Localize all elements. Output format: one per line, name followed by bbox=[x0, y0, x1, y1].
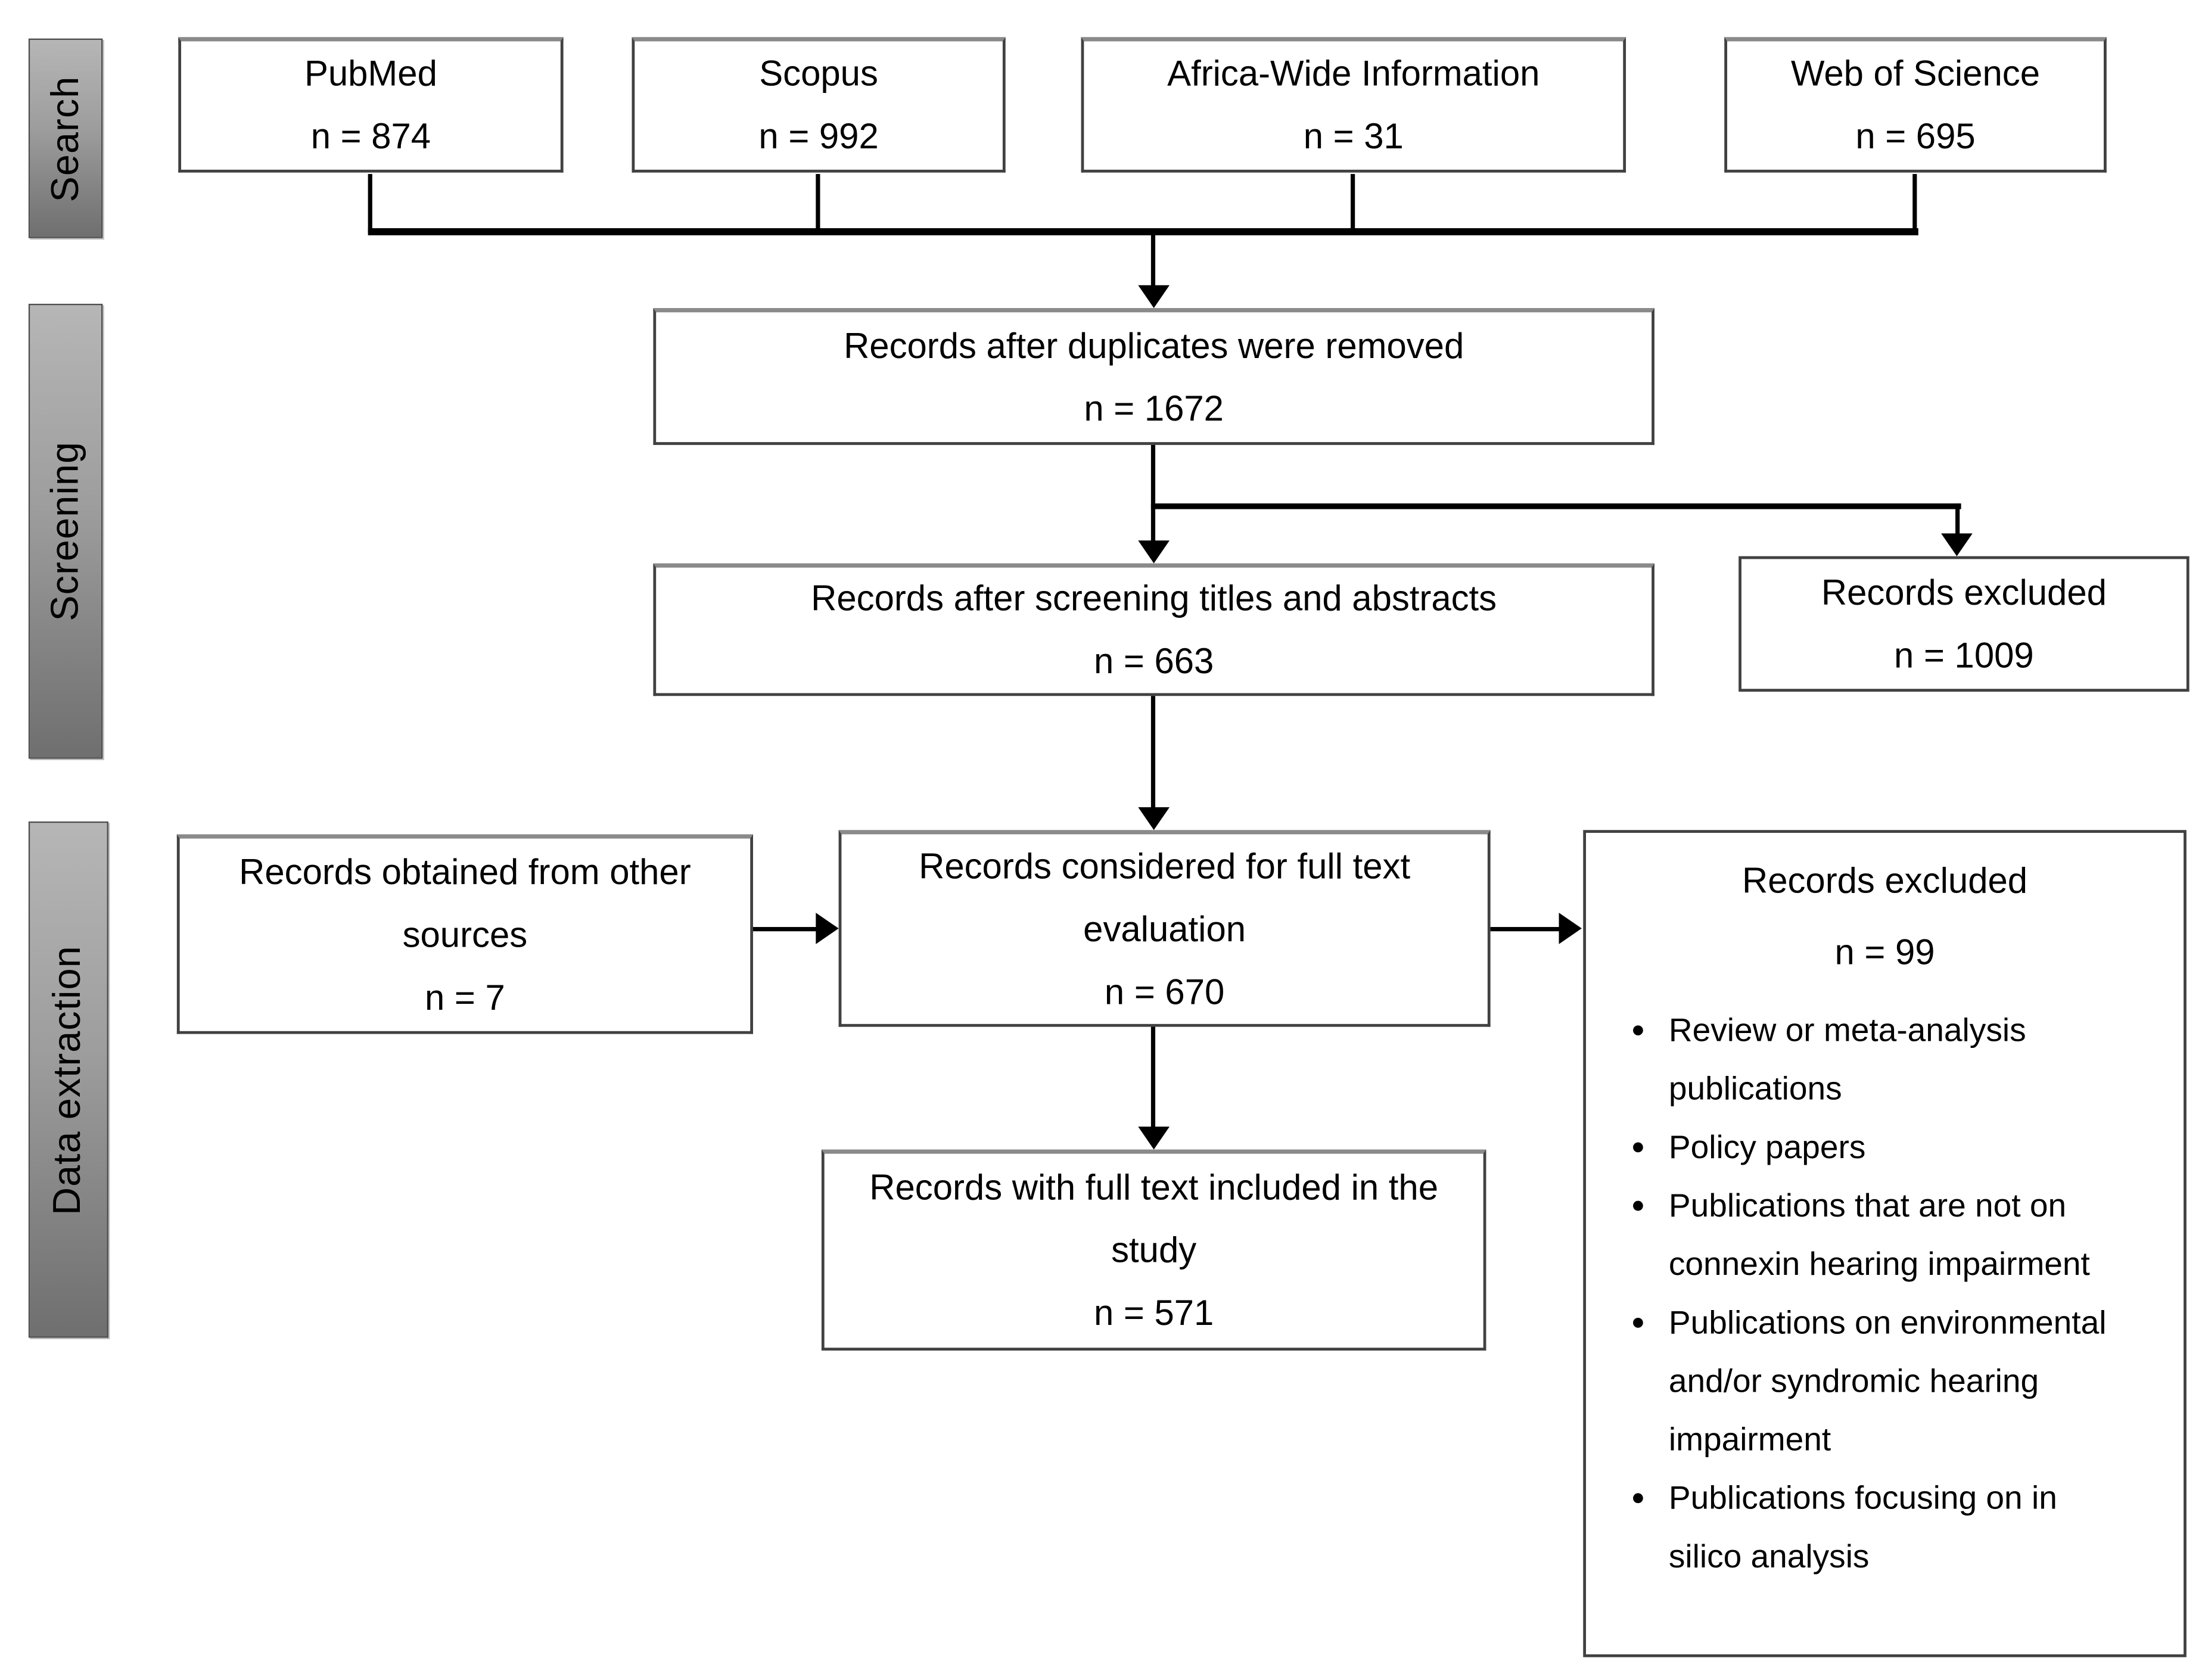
connector-scopus-stub bbox=[816, 174, 820, 233]
box-label: Records obtained from other sources bbox=[239, 852, 691, 955]
source-name: Web of Science bbox=[1790, 54, 2041, 94]
box-label: Records excluded bbox=[1741, 861, 2028, 901]
connector-other-sources-to-eval bbox=[752, 927, 819, 932]
connector-collector-line bbox=[368, 228, 1918, 235]
stage-bar-screening: Screening bbox=[28, 303, 103, 759]
arrowhead-eval-to-excluded-99 bbox=[1559, 913, 1582, 944]
connector-wos-stub bbox=[1912, 174, 1917, 233]
stage-label-search: Search bbox=[43, 75, 86, 202]
connector-branch-drop bbox=[1955, 503, 1960, 537]
box-other-sources: Records obtained from other sources n = … bbox=[176, 834, 753, 1034]
exclusion-reason-item: Publications focusing on in silico analy… bbox=[1663, 1469, 2126, 1586]
box-count: n = 663 bbox=[1093, 642, 1214, 682]
source-box-africa-wide-information: Africa-Wide Information n = 31 bbox=[1081, 37, 1626, 173]
stage-bar-search: Search bbox=[28, 38, 103, 238]
source-count: n = 992 bbox=[758, 117, 879, 157]
box-full-text-included: Records with full text included in the s… bbox=[821, 1149, 1486, 1351]
box-count: n = 1009 bbox=[1894, 635, 2034, 676]
arrowhead-to-duplicates bbox=[1138, 285, 1170, 309]
arrowhead-other-sources-to-eval bbox=[816, 913, 839, 944]
arrowhead-to-excluded-1009 bbox=[1941, 533, 1973, 556]
connector-pubmed-stub bbox=[368, 174, 372, 233]
exclusion-reason-item: Publications on environmental and/or syn… bbox=[1663, 1293, 2126, 1469]
arrowhead-to-included bbox=[1138, 1127, 1170, 1150]
connector-to-included bbox=[1150, 1026, 1156, 1130]
arrowhead-to-full-text-eval bbox=[1138, 807, 1170, 830]
box-count: n = 1672 bbox=[1084, 388, 1224, 429]
box-label: Records after screening titles and abstr… bbox=[811, 578, 1497, 619]
box-duplicates-removed: Records after duplicates were removed n … bbox=[653, 308, 1654, 445]
source-count: n = 31 bbox=[1303, 117, 1404, 157]
connector-africa-stub bbox=[1351, 174, 1355, 233]
stage-label-data-extraction: Data extraction bbox=[46, 944, 89, 1215]
box-records-excluded-extraction: Records excluded n = 99 Review or meta-a… bbox=[1583, 830, 2187, 1657]
source-name: Scopus bbox=[759, 54, 878, 94]
box-label: Records after duplicates were removed bbox=[844, 326, 1464, 366]
source-box-web-of-science: Web of Science n = 695 bbox=[1724, 37, 2107, 173]
box-label: Records with full text included in the s… bbox=[869, 1168, 1439, 1271]
source-box-pubmed: PubMed n = 874 bbox=[178, 37, 564, 173]
connector-to-screening bbox=[1150, 444, 1156, 544]
box-title-abstract-screening: Records after screening titles and abstr… bbox=[653, 563, 1654, 696]
source-count: n = 695 bbox=[1855, 117, 1976, 157]
connector-to-full-text-eval bbox=[1150, 696, 1156, 810]
box-label: Records excluded bbox=[1821, 573, 2107, 613]
stage-bar-data-extraction: Data extraction bbox=[28, 821, 108, 1338]
box-count: n = 571 bbox=[1093, 1293, 1214, 1334]
arrowhead-to-screening bbox=[1138, 540, 1170, 564]
connector-eval-to-excluded-99 bbox=[1490, 927, 1562, 932]
source-box-scopus: Scopus n = 992 bbox=[632, 37, 1006, 173]
box-records-excluded-screening: Records excluded n = 1009 bbox=[1739, 556, 2190, 692]
box-count: n = 670 bbox=[1104, 972, 1225, 1012]
connector-branch-to-excluded bbox=[1150, 503, 1961, 509]
exclusion-reason-item: Publications that are not on connexin he… bbox=[1663, 1177, 2126, 1293]
exclusion-reason-item: Policy papers bbox=[1663, 1118, 2126, 1177]
box-full-text-evaluation: Records considered for full text evaluat… bbox=[838, 830, 1491, 1027]
box-count: n = 99 bbox=[1834, 932, 1935, 973]
source-count: n = 874 bbox=[310, 117, 431, 157]
stage-label-screening: Screening bbox=[43, 441, 86, 621]
connector-to-duplicates bbox=[1150, 232, 1156, 288]
exclusion-reason-item: Review or meta-analysis publications bbox=[1663, 1001, 2126, 1118]
box-count: n = 7 bbox=[425, 978, 505, 1018]
source-name: Africa-Wide Information bbox=[1167, 54, 1540, 94]
source-name: PubMed bbox=[304, 54, 437, 94]
box-label: Records considered for full text evaluat… bbox=[919, 846, 1411, 950]
exclusion-reasons-list: Review or meta-analysis publications Pol… bbox=[1600, 1001, 2169, 1586]
